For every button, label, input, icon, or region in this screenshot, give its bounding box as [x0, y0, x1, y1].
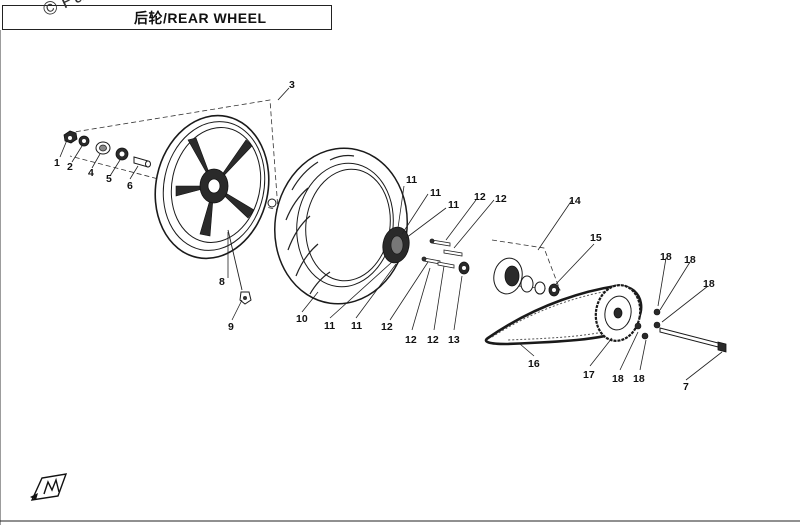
callout-13: 13 [448, 334, 460, 346]
callout-16: 16 [528, 358, 540, 370]
callout-18-d: 18 [612, 373, 624, 385]
diagram-title: 后轮/REAR WHEEL [134, 10, 267, 26]
tire-valve-part-9 [239, 291, 252, 305]
callout-8: 8 [219, 276, 225, 288]
callout-15: 15 [590, 232, 602, 244]
hub-damper-part-11 [382, 226, 410, 264]
callout-11-c: 11 [448, 199, 459, 211]
bolt-set-part-12 [421, 238, 463, 269]
callout-11-e: 11 [351, 320, 362, 332]
leader-lines [59, 139, 723, 381]
spacer-part-6 [133, 156, 151, 168]
callout-10: 10 [296, 313, 308, 325]
callout-6: 6 [127, 180, 133, 192]
callout-12-a: 12 [474, 191, 486, 203]
direction-logo-icon [30, 473, 68, 501]
rear-tire-part-10 [273, 147, 409, 305]
callout-18-c: 18 [703, 278, 715, 290]
callout-12-d: 12 [405, 334, 417, 346]
callout-11-b: 11 [430, 187, 441, 199]
rear-axle-part-7 [659, 327, 727, 353]
sprocket-carrier-part-14 [493, 257, 546, 295]
callout-18-e: 18 [633, 373, 645, 385]
callout-12-c: 12 [381, 321, 393, 333]
collar-part-15 [548, 283, 560, 297]
callout-12-b: 12 [495, 193, 507, 205]
callout-18-b: 18 [684, 254, 696, 266]
callout-2: 2 [67, 161, 73, 173]
callout-18-a: 18 [660, 251, 672, 263]
washer-part-2 [78, 135, 90, 147]
sprocket-bolts-part-18 [634, 308, 661, 340]
callout-5: 5 [106, 173, 112, 185]
callout-9: 9 [228, 321, 234, 333]
bearing-part-5 [115, 147, 129, 161]
wheel-assembly-bracket [67, 87, 290, 211]
callout-14: 14 [569, 195, 581, 207]
title-frame [2, 5, 332, 30]
callout-3: 3 [289, 79, 295, 91]
callout-11-d: 11 [324, 320, 335, 332]
rear-sprocket-part-17 [594, 284, 642, 342]
bearing-part-13 [458, 261, 470, 275]
callout-4: 4 [88, 167, 94, 179]
callout-11-a: 11 [406, 174, 417, 186]
rear-rim [154, 114, 277, 260]
callout-1: 1 [54, 157, 60, 169]
callout-7: 7 [683, 381, 689, 393]
callout-12-e: 12 [427, 334, 439, 346]
valve-leader [227, 229, 243, 291]
callout-labels: 1 2 4 5 6 3 8 9 10 11 11 11 11 11 12 12 … [54, 79, 715, 393]
axle-nut-part-1 [63, 130, 78, 144]
callout-17: 17 [583, 369, 595, 381]
dust-seal-part-4 [95, 141, 111, 155]
